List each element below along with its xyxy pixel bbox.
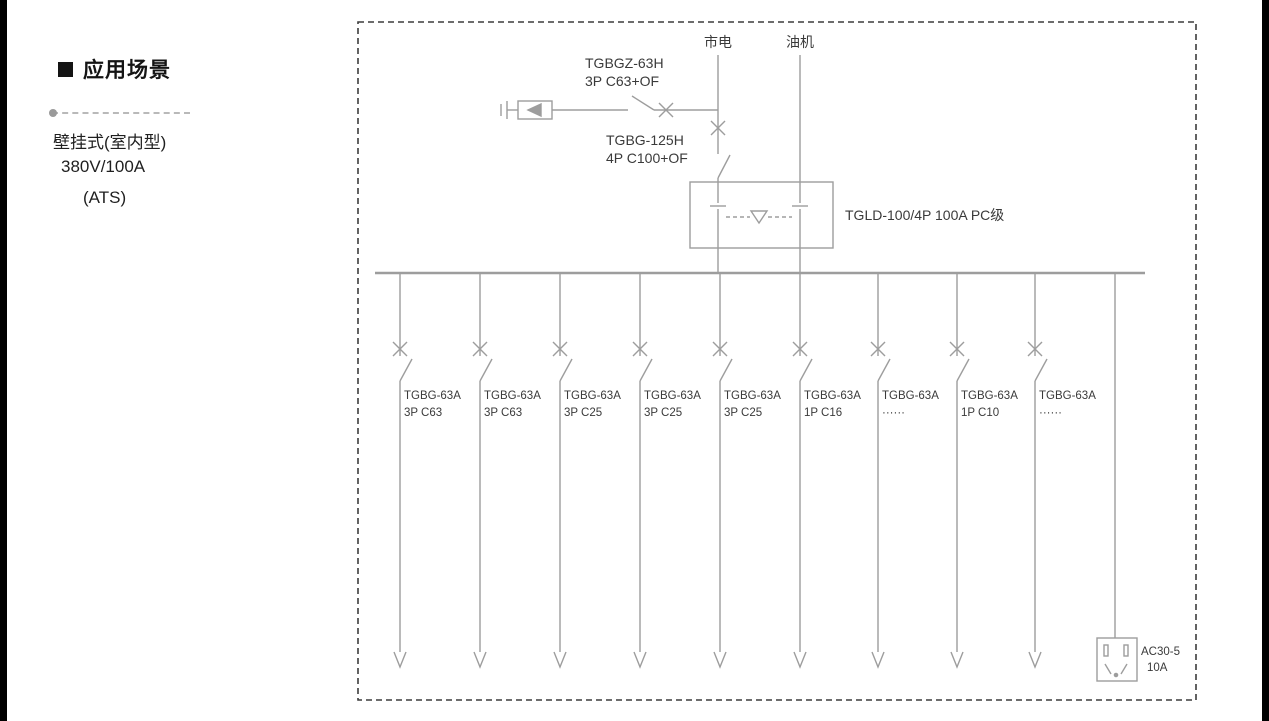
- feeder-circuit: [712, 273, 733, 669]
- feeder-label: TGBG-63A 3P C63: [404, 388, 461, 422]
- feeder-arrow-icon: [473, 651, 487, 669]
- spd-arrow-icon: [526, 102, 542, 118]
- feeder-circuit: [870, 273, 891, 669]
- feeder-model: TGBG-63A: [564, 390, 621, 402]
- spd-branch: [500, 95, 718, 120]
- socket-outlet: [1096, 273, 1138, 682]
- rule-dot-icon: [49, 109, 57, 117]
- feeder-circuit: [472, 273, 493, 669]
- ats-switch: [689, 181, 834, 273]
- feeder-rating: 3P C25: [724, 407, 763, 419]
- diagram-dashed-border: [357, 21, 1197, 701]
- feeder-circuit: [1027, 273, 1048, 669]
- socket-rating: 10A: [1147, 662, 1168, 674]
- feeder-rating: ······: [882, 407, 905, 419]
- feeder-arrow-icon: [871, 651, 885, 669]
- socket-model: AC30-5: [1141, 646, 1180, 658]
- feeder-label: TGBG-63A 3P C25: [564, 388, 621, 422]
- feeder-model: TGBG-63A: [804, 390, 861, 402]
- spd-rating: 3P C63+OF: [585, 73, 660, 89]
- section-title: 应用场景: [58, 54, 171, 84]
- spec-type: (ATS): [83, 188, 127, 207]
- main-breaker-model: TGBG-125H: [606, 132, 684, 148]
- feeder-label: TGBG-63A ······: [1039, 388, 1096, 422]
- feeder-circuit: [792, 273, 813, 669]
- feeder-rating: ······: [1039, 407, 1062, 419]
- dashed-rule: [52, 112, 190, 114]
- feeder-label: TGBG-63A ······: [882, 388, 939, 422]
- feeder-label: TGBG-63A 3P C25: [724, 388, 781, 422]
- feeder-arrow-icon: [713, 651, 727, 669]
- mains-label: 市电: [704, 34, 732, 50]
- right-edge-bar: [1262, 0, 1269, 721]
- feeder-rating: 1P C16: [804, 407, 843, 419]
- feeder-label: TGBG-63A 1P C16: [804, 388, 861, 422]
- feeder-rating: 3P C63: [484, 407, 523, 419]
- feeder-model: TGBG-63A: [644, 390, 701, 402]
- left-edge-bar: [0, 0, 7, 721]
- socket-label: AC30-5 10A: [1141, 644, 1180, 676]
- feeder-rating: 3P C25: [644, 407, 683, 419]
- feeder-model: TGBG-63A: [484, 390, 541, 402]
- spec-rating: 380V/100A: [61, 157, 146, 176]
- feeder-model: TGBG-63A: [1039, 390, 1096, 402]
- main-breaker-rating: 4P C100+OF: [606, 150, 688, 166]
- feeder-circuit: [392, 273, 413, 669]
- feeder-rating: 3P C25: [564, 407, 603, 419]
- feeder-label: TGBG-63A 3P C25: [644, 388, 701, 422]
- main-breaker-label: TGBG-125H 4P C100+OF: [606, 131, 688, 167]
- feeder-model: TGBG-63A: [404, 390, 461, 402]
- mains-incoming-line: [710, 55, 731, 182]
- feeder-rating: 1P C10: [961, 407, 1000, 419]
- socket-slot-left-icon: [1103, 644, 1109, 657]
- feeder-arrow-icon: [633, 651, 647, 669]
- spd-model: TGBGZ-63H: [585, 55, 664, 71]
- generator-label: 油机: [786, 34, 814, 50]
- ats-box: [689, 181, 834, 249]
- feeder-arrow-icon: [793, 651, 807, 669]
- feeder-rating: 3P C63: [404, 407, 443, 419]
- feeder-circuit: [552, 273, 573, 669]
- ats-label: TGLD-100/4P 100A PC级: [845, 207, 1005, 223]
- feeder-label: TGBG-63A 1P C10: [961, 388, 1018, 422]
- feeder-model: TGBG-63A: [724, 390, 781, 402]
- ats-actuator-icon: [749, 210, 769, 225]
- section-title-text: 应用场景: [83, 59, 171, 82]
- feeder-circuits: [392, 273, 1048, 669]
- spec-mounting: 壁挂式(室内型): [53, 133, 167, 152]
- feeder-arrow-icon: [393, 651, 407, 669]
- spd-label: TGBGZ-63H 3P C63+OF: [585, 54, 664, 90]
- socket-box-icon: [1096, 637, 1138, 682]
- socket-slot-right-icon: [1123, 644, 1129, 657]
- feeder-arrow-icon: [950, 651, 964, 669]
- feeder-circuit: [949, 273, 970, 669]
- feeder-label: TGBG-63A 3P C63: [484, 388, 541, 422]
- section-bullet-icon: [58, 62, 73, 77]
- feeder-arrow-icon: [553, 651, 567, 669]
- feeder-arrow-icon: [1028, 651, 1042, 669]
- feeder-circuit: [632, 273, 653, 669]
- feeder-model: TGBG-63A: [961, 390, 1018, 402]
- feeder-model: TGBG-63A: [882, 390, 939, 402]
